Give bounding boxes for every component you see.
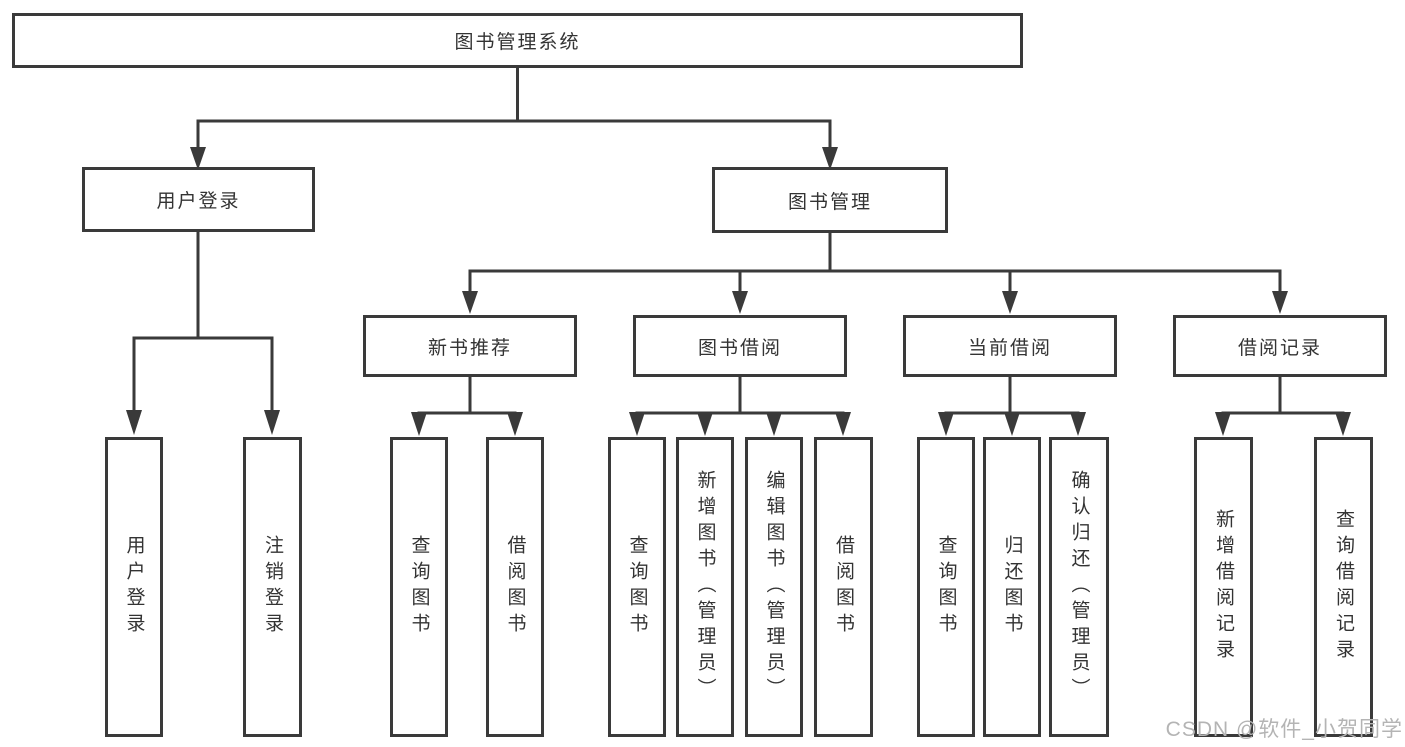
node-label: 借阅图书	[833, 535, 854, 639]
node-label: 确认归还（管理员）	[1068, 470, 1090, 704]
node-confirm-return-admin: 确认归还（管理员）	[1049, 437, 1109, 737]
node-label: 用户登录	[156, 191, 241, 212]
node-label: 查询借阅记录	[1333, 509, 1354, 665]
node-label: 编辑图书（管理员）	[763, 470, 785, 704]
node-add-books-admin: 新增图书（管理员）	[676, 437, 734, 737]
node-label: 借阅图书	[504, 535, 526, 639]
node-book-management: 图书管理	[712, 167, 948, 233]
node-label: 用户登录	[123, 535, 145, 639]
node-current-borrowing: 当前借阅	[903, 315, 1117, 377]
node-borrow-books: 借阅图书	[814, 437, 873, 737]
node-label: 借阅记录	[1237, 337, 1322, 359]
node-label: 新增借阅记录	[1213, 509, 1234, 665]
node-query-borrow-record: 查询借阅记录	[1314, 437, 1373, 737]
node-add-borrow-record: 新增借阅记录	[1194, 437, 1253, 737]
node-label: 查询图书	[626, 535, 648, 639]
csdn-watermark: CSDN @软件_小贺同学	[1165, 718, 1403, 741]
node-new-book-recommend: 新书推荐	[363, 315, 577, 377]
node-label: 归还图书	[1001, 535, 1023, 639]
node-borrow-books-recommend: 借阅图书	[486, 437, 544, 737]
node-logout: 注销登录	[243, 437, 302, 737]
node-label: 查询图书	[408, 535, 430, 639]
node-label: 当前借阅	[967, 337, 1052, 359]
node-label: 查询图书	[935, 535, 957, 639]
arrowhead-icons	[126, 147, 1351, 436]
node-user-login-branch: 用户登录	[82, 167, 315, 232]
node-edit-books-admin: 编辑图书（管理员）	[745, 437, 803, 737]
node-book-borrowing: 图书借阅	[633, 315, 847, 377]
node-query-books-borrow: 查询图书	[608, 437, 666, 737]
node-return-books: 归还图书	[983, 437, 1041, 737]
node-label: 新增图书（管理员）	[694, 470, 716, 704]
connector-stems-and-bars	[132, 68, 1345, 415]
node-label: 图书借阅	[697, 337, 782, 359]
node-borrowing-records: 借阅记录	[1173, 315, 1387, 377]
node-label: 注销登录	[262, 535, 283, 639]
node-label: 图书管理系统	[454, 32, 581, 53]
node-label: 图书管理	[787, 191, 872, 213]
node-library-system: 图书管理系统	[12, 13, 1023, 68]
node-user-login: 用户登录	[105, 437, 163, 737]
node-query-books-recommend: 查询图书	[390, 437, 448, 737]
node-label: 新书推荐	[427, 337, 512, 359]
node-query-books-current: 查询图书	[917, 437, 975, 737]
